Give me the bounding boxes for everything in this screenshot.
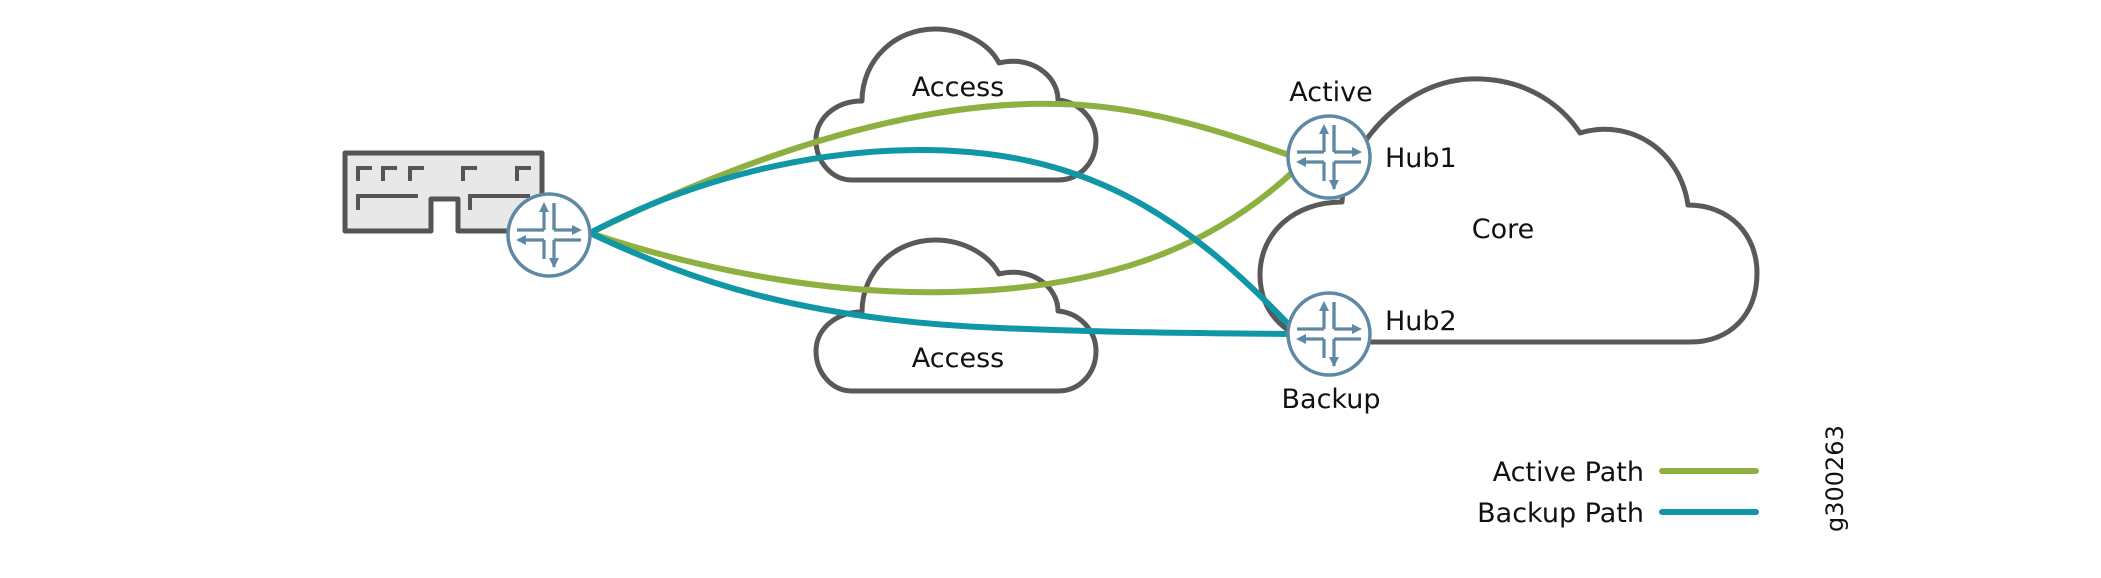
hub1-router-icon[interactable]: [1286, 114, 1372, 200]
figure-id: g300263: [1821, 425, 1849, 532]
hub2-role-label: Backup: [1282, 384, 1381, 415]
hub1-role-label: Active: [1289, 77, 1373, 108]
backup-path-via-top-access: [587, 146, 1294, 330]
backup-path-via-bottom-access: [587, 230, 1292, 337]
core-label: Core: [1472, 214, 1535, 245]
legend-active-label: Active Path: [1493, 457, 1644, 488]
core-cloud: [1257, 76, 1760, 345]
hub2-label: Hub2: [1385, 306, 1457, 337]
access-bottom-label: Access: [912, 343, 1004, 374]
spoke-router-icon[interactable]: [506, 192, 592, 278]
legend: Active Path Backup Path: [1477, 457, 1759, 529]
access-top-label: Access: [912, 72, 1004, 103]
active-path-via-top-access: [587, 100, 1292, 236]
hub2-router-icon[interactable]: [1286, 291, 1372, 377]
active-path-via-bottom-access: [587, 167, 1298, 296]
building-icon: [342, 150, 545, 234]
hub1-label: Hub1: [1385, 143, 1457, 174]
legend-backup-label: Backup Path: [1477, 498, 1644, 529]
access-cloud-bottom: [813, 237, 1099, 394]
